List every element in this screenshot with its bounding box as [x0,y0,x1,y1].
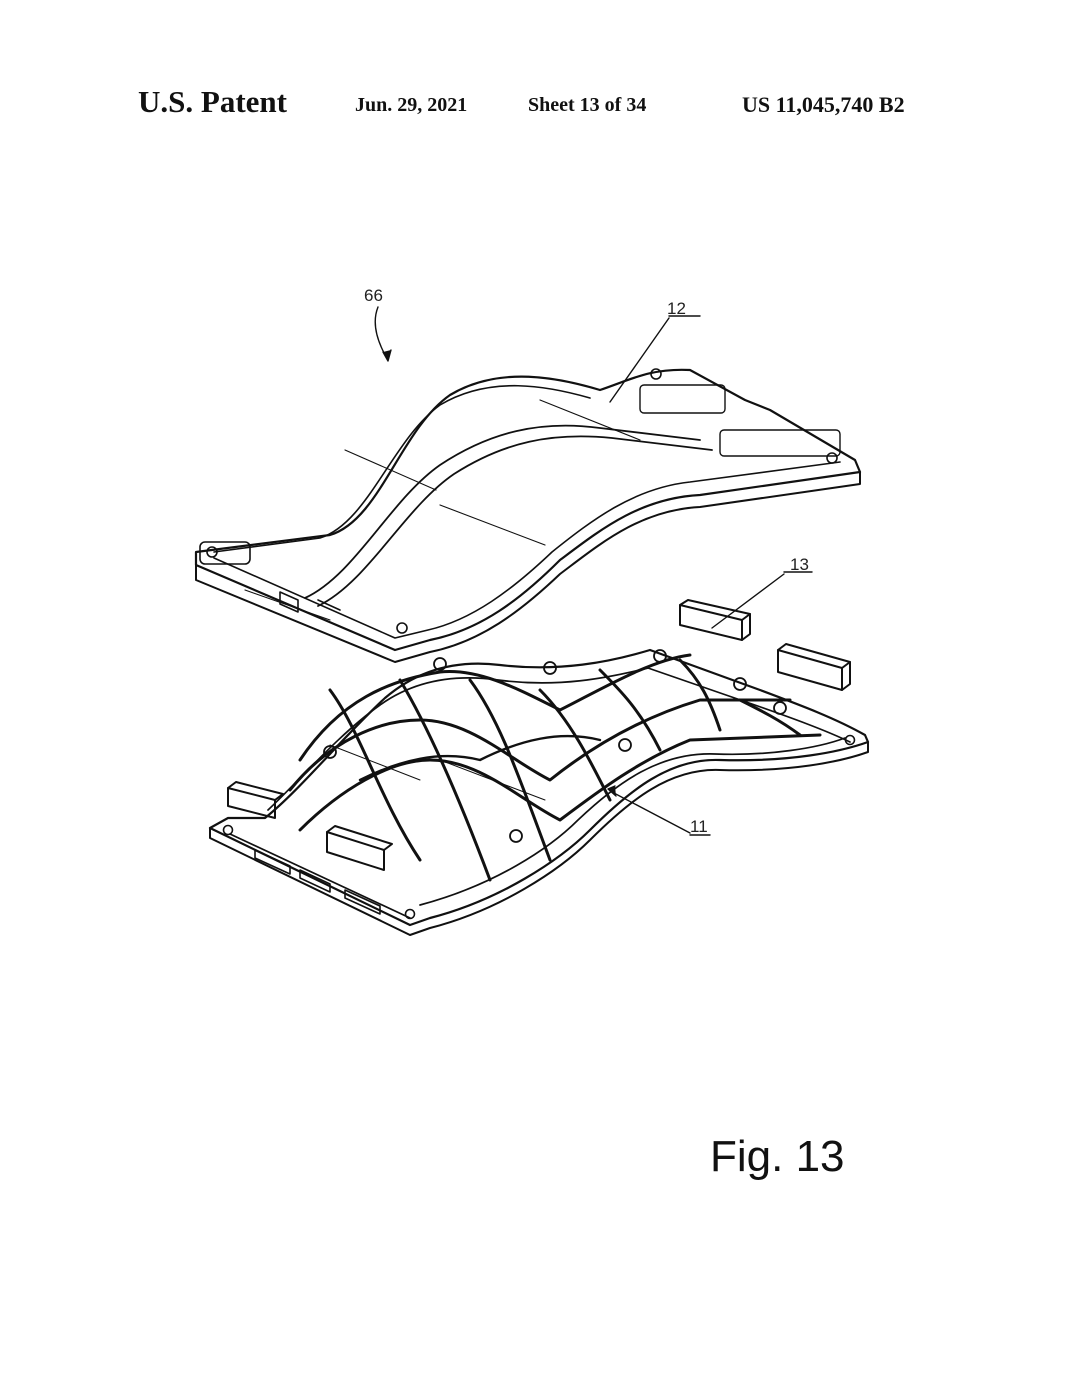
ref-label-11: 11 [690,817,708,836]
ref-label-13: 13 [790,555,809,574]
magnetic-bars [227,599,851,871]
patent-number: US 11,045,740 B2 [742,92,905,117]
figure-caption: Fig. 13 [710,1132,845,1181]
ref-label-12: 12 [667,299,686,318]
lower-frame [208,648,870,936]
ref-label-66: 66 [364,286,383,305]
upper-plate [194,368,862,663]
patent-date: Jun. 29, 2021 [355,94,468,116]
leader-lines [374,306,813,836]
patent-title: U.S. Patent [138,84,287,119]
patent-header: U.S. Patent Jun. 29, 2021 Sheet 13 of 34… [0,84,1080,128]
sheet-number: Sheet 13 of 34 [528,94,647,116]
